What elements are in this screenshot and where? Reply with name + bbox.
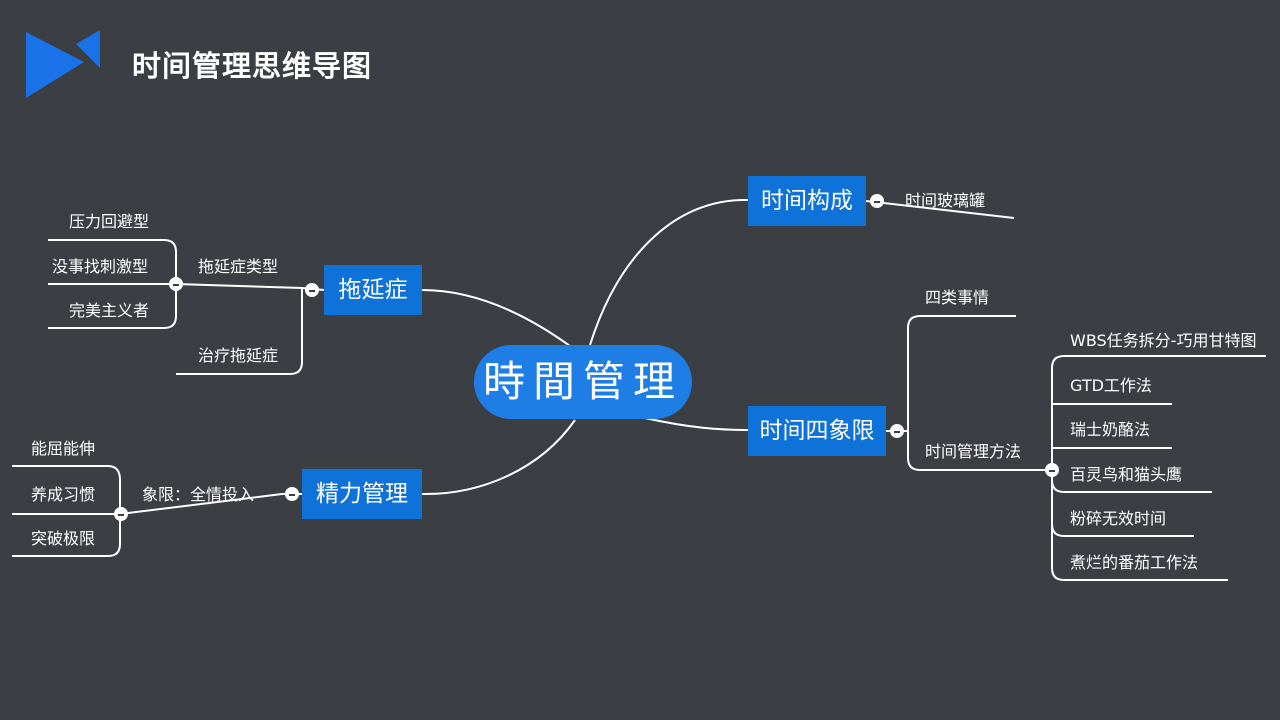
root-node[interactable]: 時間管理 — [474, 345, 692, 419]
node-method-item[interactable]: 粉碎无效时间 — [1070, 509, 1167, 528]
play-logo-icon — [26, 30, 100, 98]
collapse-icon[interactable] — [870, 194, 884, 208]
collapse-icon[interactable] — [1045, 463, 1059, 477]
collapse-icon[interactable] — [305, 283, 319, 297]
node-method-item[interactable]: 百灵鸟和猫头鹰 — [1070, 465, 1183, 484]
node-procrastination-type-item[interactable]: 没事找刺激型 — [52, 257, 149, 276]
node-energy-management[interactable]: 精力管理 — [302, 469, 422, 519]
node-method-item[interactable]: 瑞士奶酪法 — [1070, 420, 1151, 439]
node-method-item[interactable]: WBS任务拆分-巧用甘特图 — [1070, 331, 1257, 350]
node-procrastination[interactable]: 拖延症 — [324, 265, 422, 315]
collapse-icon[interactable] — [890, 424, 904, 438]
node-energy-quadrant[interactable]: 象限：全情投入 — [142, 485, 255, 504]
node-procrastination-types[interactable]: 拖延症类型 — [198, 257, 279, 276]
node-method-item[interactable]: 煮烂的番茄工作法 — [1070, 553, 1199, 572]
node-procrastination-type-item[interactable]: 完美主义者 — [69, 301, 150, 320]
node-energy-item[interactable]: 养成习惯 — [31, 485, 96, 504]
node-time-methods[interactable]: 时间管理方法 — [925, 442, 1022, 461]
node-procrastination-treatment[interactable]: 治疗拖延症 — [198, 346, 279, 365]
node-procrastination-type-item[interactable]: 压力回避型 — [69, 212, 150, 231]
node-energy-item[interactable]: 能屈能伸 — [31, 439, 96, 458]
collapse-icon[interactable] — [169, 277, 183, 291]
node-time-composition[interactable]: 时间构成 — [748, 176, 866, 226]
node-energy-item[interactable]: 突破极限 — [31, 529, 96, 548]
collapse-icon[interactable] — [285, 487, 299, 501]
node-four-things[interactable]: 四类事情 — [925, 288, 990, 307]
collapse-icon[interactable] — [114, 507, 128, 521]
node-time-glass-jar[interactable]: 时间玻璃罐 — [905, 191, 986, 210]
node-method-item[interactable]: GTD工作法 — [1070, 376, 1152, 395]
page-title: 时间管理思维导图 — [132, 49, 373, 83]
node-time-quadrants[interactable]: 时间四象限 — [748, 406, 886, 456]
